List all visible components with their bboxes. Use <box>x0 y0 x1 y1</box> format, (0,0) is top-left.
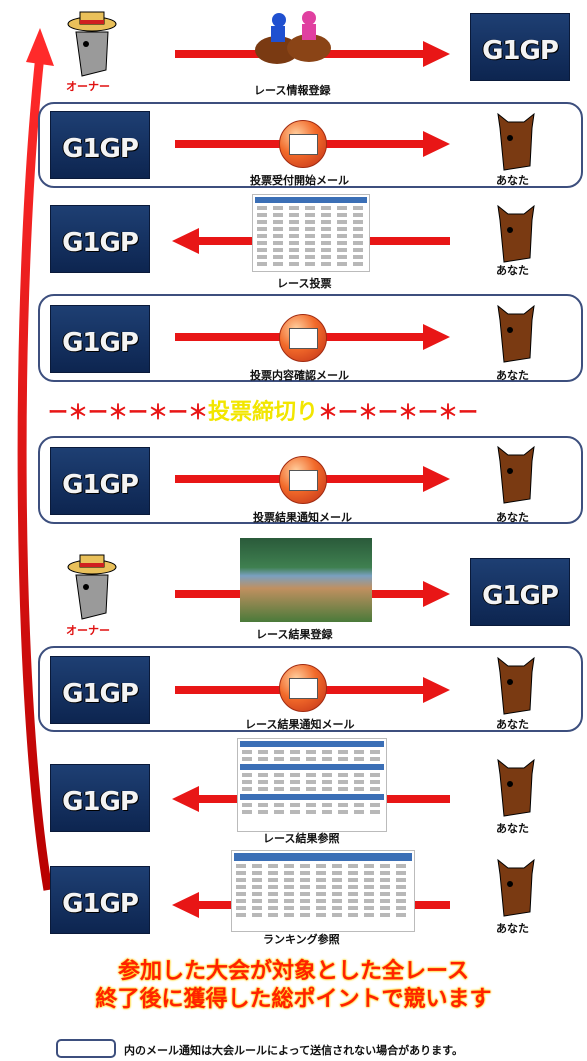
cutoff-text: 投票締切り <box>208 400 319 425</box>
cutoff-left-decor: ー＊ー＊ー＊ー＊ <box>48 400 208 424</box>
legend-note: 内のメール通知は大会ルールによって送信されない場合があります。 <box>124 1044 464 1057</box>
summary-line-2: 終了後に獲得した総ポイントで競います <box>95 987 492 1012</box>
summary-text: 参加した大会が対象とした全レース 終了後に獲得した総ポイントで競います <box>0 958 587 1014</box>
step-label-7: レース結果通知メール <box>245 718 355 731</box>
mail-icon-3 <box>279 456 327 504</box>
step-label-4: 投票内容確認メール <box>250 369 349 382</box>
step-label-1: レース情報登録 <box>254 84 331 97</box>
racehorses-icon <box>247 2 337 80</box>
step-label-2: 投票受付開始メール <box>250 174 349 187</box>
owner-label-2: オーナー <box>66 624 110 637</box>
your-horse-icon-2 <box>488 200 544 266</box>
you-label-6: あなた <box>496 822 529 835</box>
owner-horse-icon-2 <box>62 553 122 623</box>
step-label-6: レース結果登録 <box>256 628 333 641</box>
owner-horse-icon <box>62 10 122 80</box>
your-horse-icon-3 <box>488 300 544 366</box>
g1gp-logo-6: G1GP <box>470 558 570 626</box>
g1gp-logo-1: G1GP <box>470 13 570 81</box>
you-label-1: あなた <box>496 174 529 187</box>
g1gp-logo-3: G1GP <box>50 205 150 273</box>
cutoff-right-decor: ＊ー＊ー＊ー＊ー <box>318 400 479 424</box>
step-label-9: ランキング参照 <box>263 933 340 946</box>
you-label-3: あなた <box>496 369 529 382</box>
vote-screen-thumbnail <box>252 194 370 272</box>
g1gp-logo-7: G1GP <box>50 656 150 724</box>
flow-curved-arrow <box>17 28 54 891</box>
owner-label: オーナー <box>66 80 110 93</box>
g1gp-logo-4: G1GP <box>50 305 150 373</box>
you-label-7: あなた <box>496 922 529 935</box>
step-label-5: 投票結果通知メール <box>253 511 352 524</box>
you-label-4: あなた <box>496 511 529 524</box>
mail-icon-2 <box>279 314 327 362</box>
legend-box-sample <box>56 1039 116 1058</box>
g1gp-logo-9: G1GP <box>50 866 150 934</box>
g1gp-logo-5: G1GP <box>50 447 150 515</box>
your-horse-icon-5 <box>488 652 544 718</box>
g1gp-logo-2: G1GP <box>50 111 150 179</box>
you-label-5: あなた <box>496 718 529 731</box>
step-label-3: レース投票 <box>277 277 332 290</box>
your-horse-icon-4 <box>488 441 544 507</box>
summary-line-1: 参加した大会が対象とした全レース <box>118 959 469 984</box>
mail-icon-1 <box>279 120 327 168</box>
race-photo <box>240 538 372 622</box>
your-horse-icon-7 <box>488 854 544 920</box>
your-horse-icon-1 <box>488 108 544 174</box>
g1gp-logo-8: G1GP <box>50 764 150 832</box>
you-label-2: あなた <box>496 264 529 277</box>
ranking-screen-thumbnail <box>231 850 415 932</box>
step-label-8: レース結果参照 <box>263 832 340 845</box>
mail-icon-4 <box>279 664 327 712</box>
your-horse-icon-6 <box>488 754 544 820</box>
vote-cutoff-line: ー＊ー＊ー＊ー＊投票締切り＊ー＊ー＊ー＊ー <box>48 394 583 426</box>
result-screen-thumbnail <box>237 738 387 832</box>
